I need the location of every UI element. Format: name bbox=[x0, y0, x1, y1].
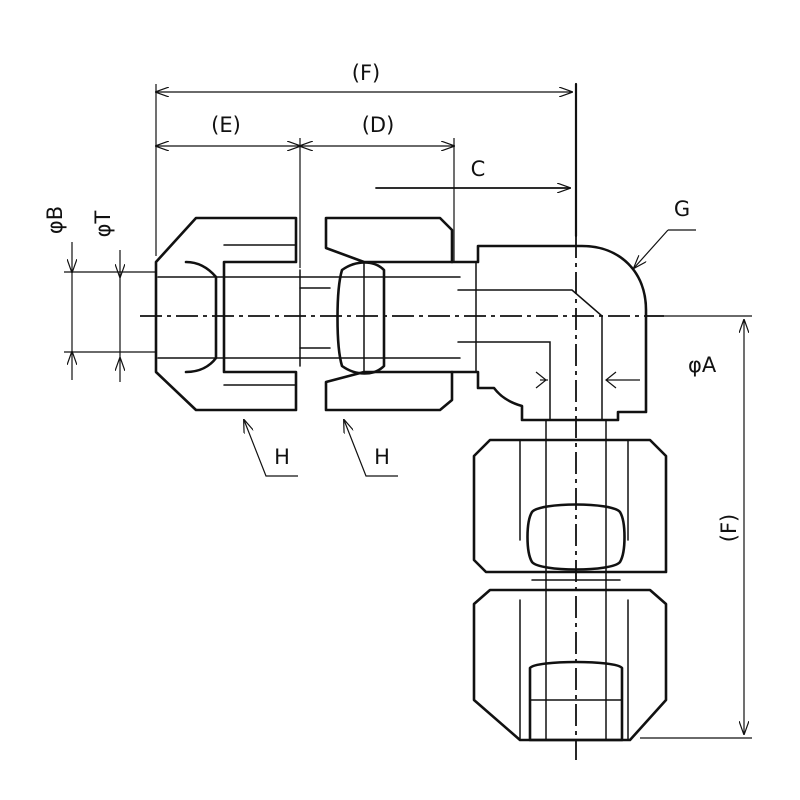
vertical-nut-upper bbox=[472, 438, 668, 574]
dimension-label-b: φB bbox=[43, 206, 67, 234]
horizontal-nut-right bbox=[324, 216, 454, 412]
dimension-lines bbox=[64, 82, 752, 739]
dimension-label-g: G bbox=[674, 197, 690, 221]
dimension-label-h-left: H bbox=[274, 445, 290, 469]
dimension-label-f: (F) bbox=[352, 61, 380, 85]
elbow-body bbox=[450, 244, 648, 422]
horizontal-tube-and-sleeves bbox=[157, 260, 461, 375]
dimension-label-c: C bbox=[471, 157, 486, 181]
dimension-label-t: φT bbox=[91, 210, 115, 237]
dimension-label-f-vertical: (F) bbox=[717, 514, 741, 542]
dimension-label-e: (E) bbox=[211, 113, 241, 137]
horizontal-nut-left bbox=[154, 216, 298, 412]
dimension-label-h-right: H bbox=[374, 445, 390, 469]
dimension-label-d: (D) bbox=[362, 113, 395, 137]
vertical-nut-lower bbox=[472, 588, 668, 742]
dimension-label-a: φA bbox=[688, 353, 717, 377]
